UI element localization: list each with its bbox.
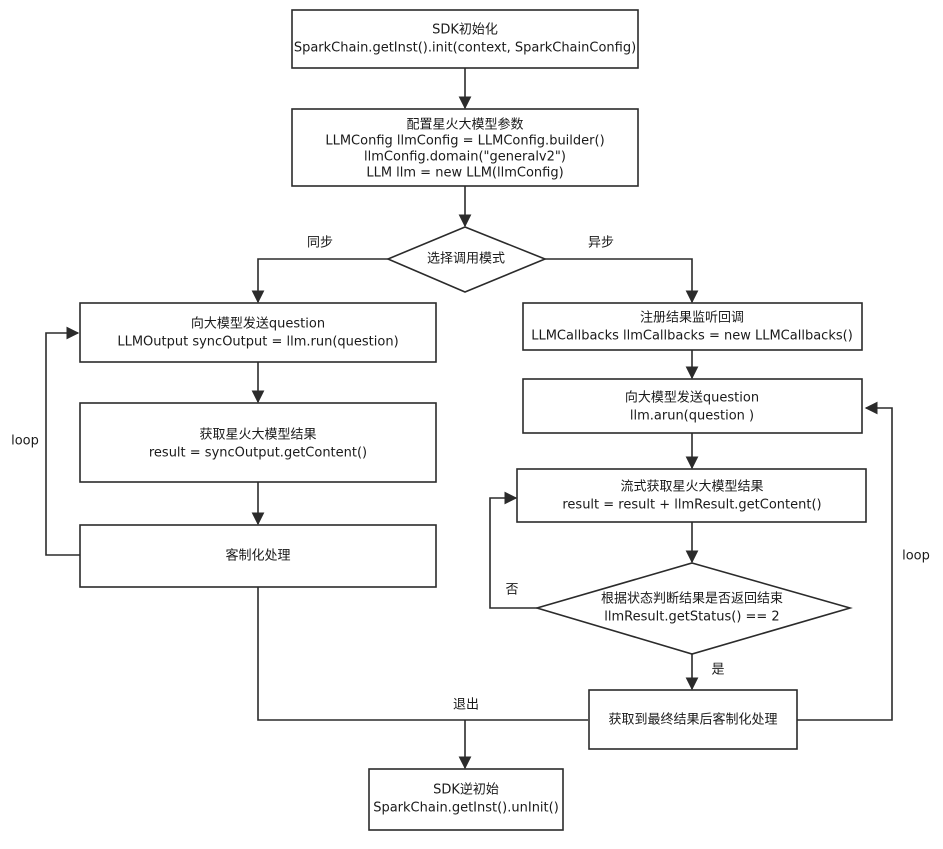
edge-check-no-loop (489, 491, 537, 609)
node-config-line-4: LLM llm = new LLM(llmConfig) (366, 166, 563, 181)
node-sync-custom: 客制化处理 (79, 524, 437, 588)
edges (45, 68, 893, 770)
edge-sync-loop (45, 326, 80, 556)
node-sync-result-line-1: 获取星火大模型结果 (199, 428, 316, 443)
node-config-line-3: llmConfig.domain("generalv2") (364, 150, 566, 165)
node-stream-result-line-2: result = result + llmResult.getContent() (562, 498, 821, 513)
node-config: 配置星火大模型参数 LLMConfig llmConfig = LLMConfi… (291, 108, 639, 187)
node-sync-send: 向大模型发送question LLMOutput syncOutput = ll… (79, 302, 437, 363)
node-async-send-line-1: 向大模型发送question (625, 390, 759, 406)
node-choose-mode-line-1: 选择调用模式 (427, 252, 505, 267)
edge-sync-exit (257, 587, 588, 721)
node-choose-mode: 选择调用模式 (385, 226, 548, 293)
node-register-callback-line-1: 注册结果监听回调 (640, 311, 744, 326)
edge-async-loop (797, 401, 893, 721)
node-sync-send-line-1: 向大模型发送question (191, 316, 325, 332)
node-sdk-init-line-2: SparkChain.getInst().init(context, Spark… (294, 41, 636, 56)
node-config-line-2: LLMConfig llmConfig = LLMConfig.builder(… (325, 134, 604, 149)
node-register-callback: 注册结果监听回调 LLMCallbacks llmCallbacks = new… (522, 302, 863, 351)
edge-choose-to-sync (251, 258, 388, 304)
node-async-custom: 获取到最终结果后客制化处理 (588, 689, 798, 750)
label-yes: 是 (711, 663, 724, 678)
node-stream-result-line-1: 流式获取星火大模型结果 (620, 480, 763, 495)
node-async-send-line-2: llm.arun(question ) (630, 409, 754, 424)
label-async: 异步 (588, 236, 614, 251)
label-no: 否 (505, 583, 518, 598)
node-sync-result: 获取星火大模型结果 result = syncOutput.getContent… (79, 402, 437, 483)
node-stream-result: 流式获取星火大模型结果 result = result + llmResult.… (516, 468, 867, 523)
node-async-send: 向大模型发送question llm.arun(question ) (522, 378, 863, 434)
node-config-line-1: 配置星火大模型参数 (406, 117, 523, 133)
node-sync-send-line-2: LLMOutput syncOutput = llm.run(question) (117, 335, 398, 350)
node-async-custom-line-1: 获取到最终结果后客制化处理 (608, 712, 777, 728)
edge-labels: 同步 异步 loop loop 否 是 退出 (11, 236, 930, 713)
node-check-status-line-2: llmResult.getStatus() == 2 (604, 610, 779, 625)
node-check-status: 根据状态判断结果是否返回结束 llmResult.getStatus() == … (534, 562, 853, 655)
label-loop-right: loop (902, 549, 930, 564)
node-register-callback-line-2: LLMCallbacks llmCallbacks = new LLMCallb… (531, 329, 853, 344)
node-sync-custom-line-1: 客制化处理 (225, 548, 290, 564)
node-sdk-init: SDK初始化 SparkChain.getInst().init(context… (291, 9, 639, 69)
label-sync: 同步 (307, 236, 333, 251)
label-loop-left: loop (11, 434, 39, 449)
node-check-status-line-1: 根据状态判断结果是否返回结束 (601, 592, 783, 607)
label-exit: 退出 (453, 698, 479, 713)
node-sdk-init-line-1: SDK初始化 (432, 23, 498, 38)
node-sdk-uninit: SDK逆初始 SparkChain.getInst().unInit() (368, 768, 564, 831)
node-sdk-uninit-line-2: SparkChain.getInst().unInit() (373, 801, 559, 816)
node-sdk-uninit-line-1: SDK逆初始 (433, 782, 499, 798)
edge-choose-to-async (545, 258, 699, 304)
node-sync-result-line-2: result = syncOutput.getContent() (149, 446, 367, 461)
